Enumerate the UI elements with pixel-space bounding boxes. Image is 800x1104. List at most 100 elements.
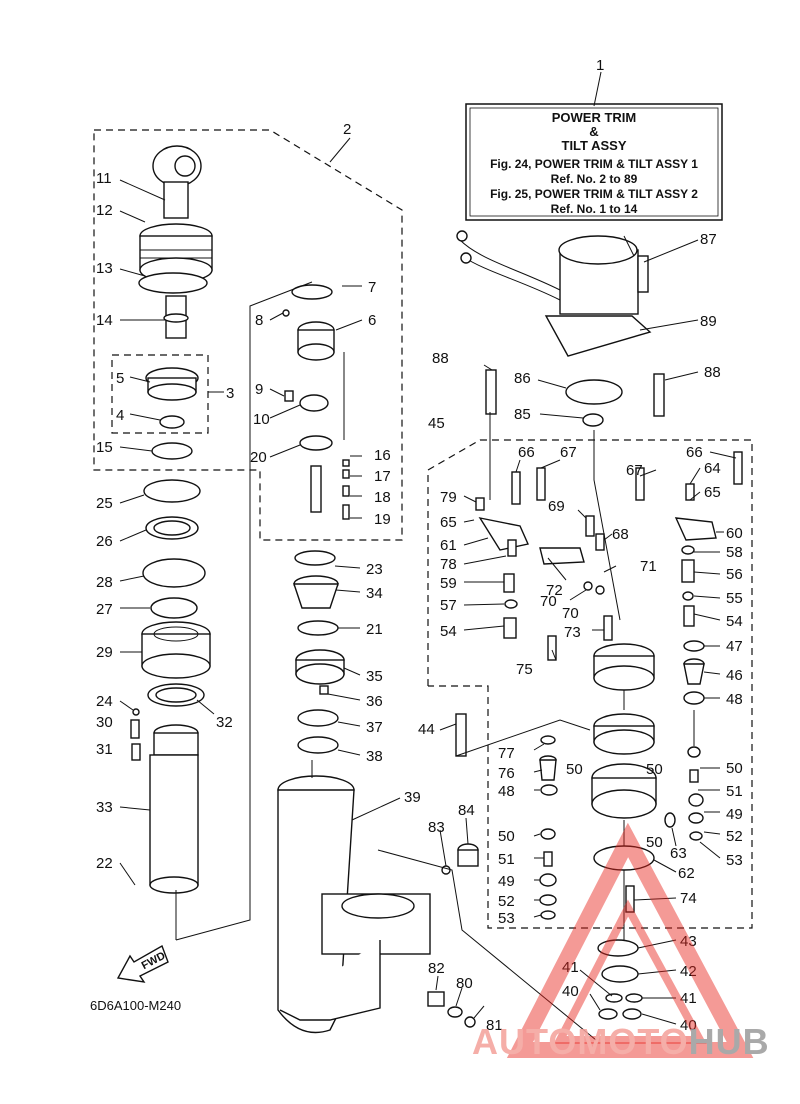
callout-3: 3 [226,385,234,402]
callout-15: 15 [96,439,113,456]
callout-25: 25 [96,495,113,512]
valve-part [145,367,199,401]
callout-64: 64 [704,460,721,477]
callout-16: 16 [374,447,391,464]
callout-48b: 48 [498,783,515,800]
o-ring [294,550,336,566]
callout-66: 66 [686,444,703,461]
callout-85: 85 [514,406,531,423]
piston [295,649,345,685]
callout-65: 65 [704,484,721,501]
callout-71: 71 [640,558,657,575]
callout-46: 46 [726,667,743,684]
callout-50c: 50 [726,760,743,777]
callout-38: 38 [366,748,383,765]
callout-52: 52 [726,828,743,845]
callout-17: 17 [374,468,391,485]
callout-33: 33 [96,799,113,816]
callout-73: 73 [564,624,581,641]
callout-88: 88 [432,350,449,367]
switch [539,547,585,565]
callout-77: 77 [498,745,515,762]
callout-37: 37 [366,719,383,736]
callout-60: 60 [726,525,743,542]
callout-52b: 52 [498,893,515,910]
callout-75: 75 [516,661,533,678]
callout-26: 26 [96,533,113,550]
subassembly-outlines [93,129,753,929]
leader-lines [119,71,737,1041]
callout-28: 28 [96,574,113,591]
watermark-text: AUTOMOTOHUB [472,1021,770,1062]
callout-81: 81 [486,1017,503,1034]
check-valve-plate [674,517,717,541]
callout-70: 70 [540,593,557,610]
o-ring [151,442,193,460]
callout-31: 31 [96,741,113,758]
callout-79: 79 [440,489,457,506]
callout-42: 42 [680,963,697,980]
valve [539,755,557,781]
callout-35: 35 [366,668,383,685]
callout-83: 83 [428,819,445,836]
o-ring [291,284,333,300]
o-ring [565,379,623,405]
callout-11: 11 [96,170,112,187]
check-valve-plate [478,516,529,551]
callout-39: 39 [404,789,421,806]
callout-86: 86 [514,370,531,387]
electric-motor [456,230,652,357]
info-line: TILT ASSY [562,138,627,153]
callout-18: 18 [374,489,391,506]
tilt-cylinder [149,724,199,894]
info-line: Ref. No. 2 to 89 [551,172,638,186]
callout-48: 48 [726,691,743,708]
callout-59: 59 [440,575,457,592]
callout-2: 2 [343,121,351,138]
callout-40: 40 [562,983,579,1000]
valve-spool [683,658,705,685]
callout-82: 82 [428,960,445,977]
small-ring [159,415,185,429]
callout-55: 55 [726,590,743,607]
callout-41b: 41 [680,990,697,1007]
callout-9: 9 [255,381,263,398]
info-line: POWER TRIM [552,110,637,125]
callout-67b: 67 [560,444,577,461]
callout-30: 30 [96,714,113,731]
o-ring [143,479,201,503]
watermark-text-part1: AUTOMOTO [472,1021,689,1062]
callout-43: 43 [680,933,697,950]
o-ring [150,597,198,619]
info-line: & [589,124,598,139]
watermark-triangle-icon [506,822,754,1058]
callout-61: 61 [440,537,457,554]
callout-62: 62 [678,865,695,882]
callout-32: 32 [216,714,233,731]
callout-23: 23 [366,561,383,578]
callout-44: 44 [418,721,435,738]
callout-70b: 70 [562,605,579,622]
callout-58: 58 [726,544,743,561]
callout-54b: 54 [440,623,457,640]
callout-14: 14 [96,312,113,329]
info-box: POWER TRIM & TILT ASSY Fig. 24, POWER TR… [465,103,723,221]
callout-84: 84 [458,802,475,819]
callout-13: 13 [96,260,113,277]
callout-56: 56 [726,566,743,583]
main-body-casting [277,775,431,1034]
o-ring [297,709,339,727]
washer [299,435,333,451]
callout-80: 80 [456,975,473,992]
circlip [297,736,339,754]
tilt-rod-eye [152,145,202,219]
callout-51: 51 [726,783,743,800]
callout-88b: 88 [704,364,721,381]
callout-5: 5 [116,370,124,387]
callout-6: 6 [368,312,376,329]
pump-body [591,763,657,819]
callout-54: 54 [726,613,743,630]
callout-69: 69 [548,498,565,515]
o-ring [142,558,206,588]
callout-53: 53 [726,852,743,869]
